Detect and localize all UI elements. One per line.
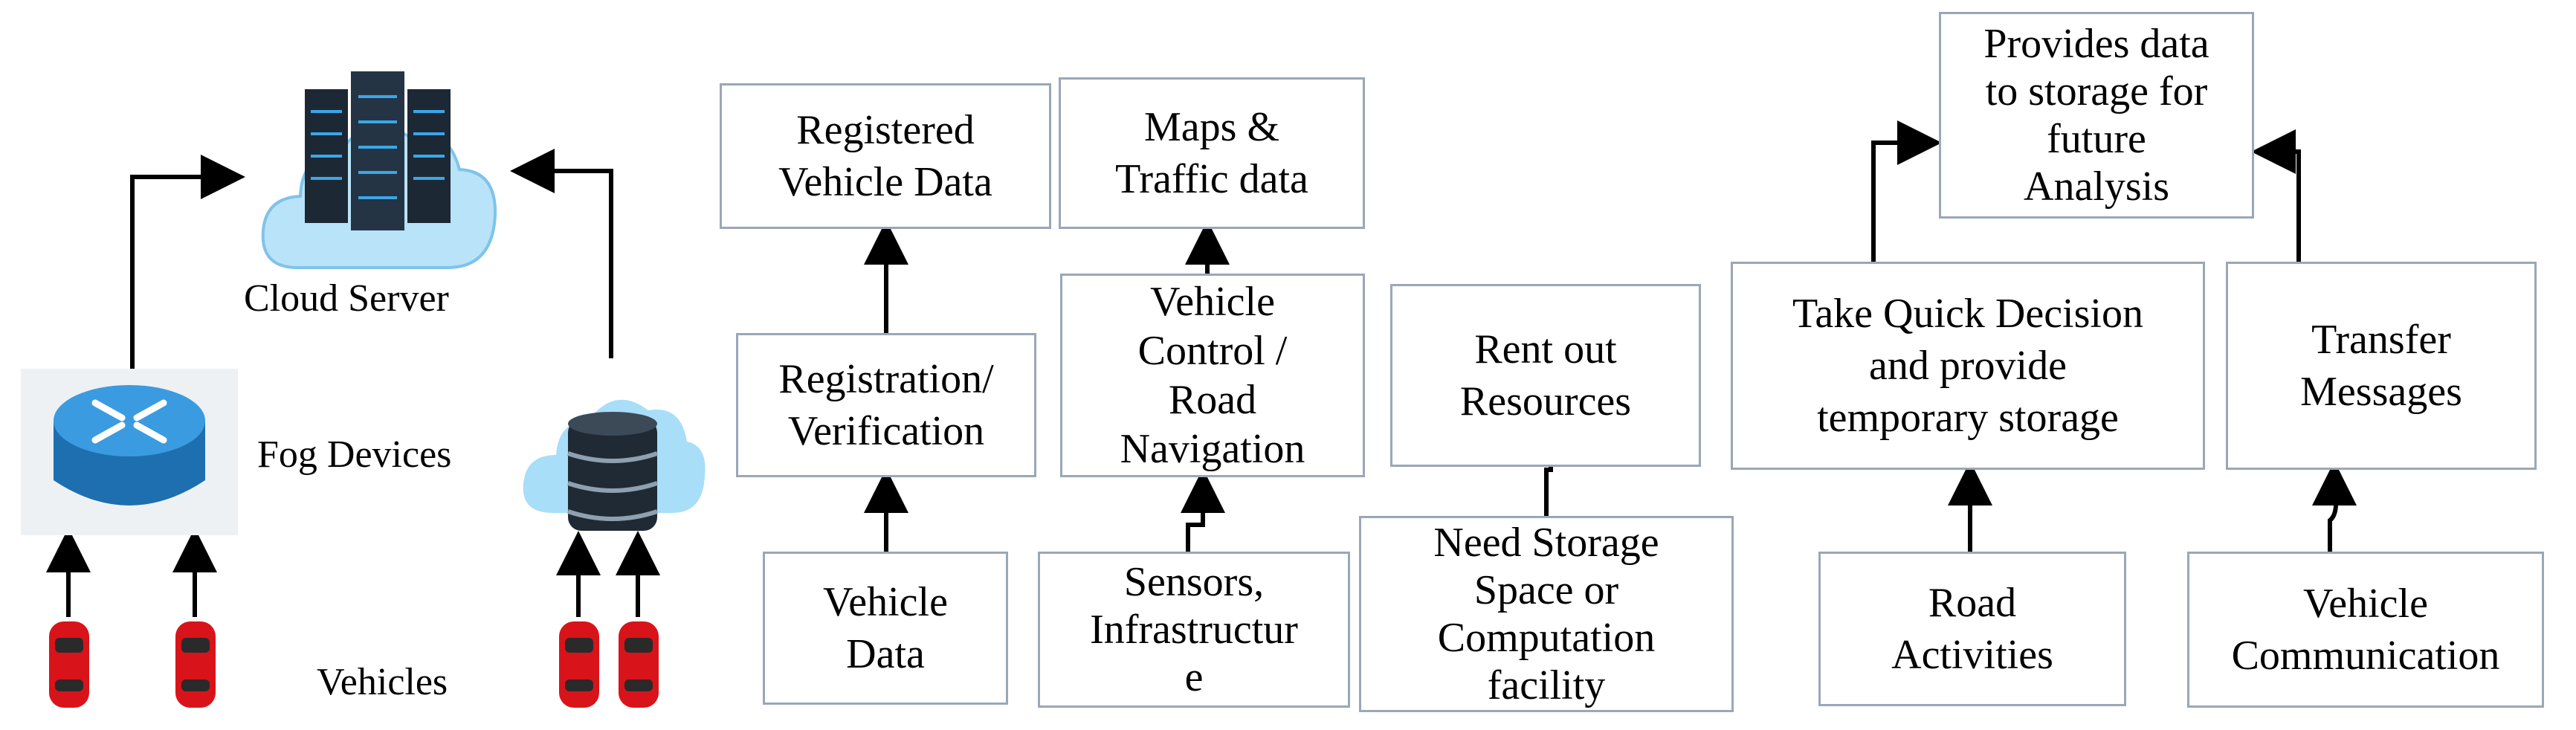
box-text-line: Control / [1137, 328, 1288, 374]
box-text-line: Vehicle Data [778, 159, 992, 205]
maps-traffic-data-box: Maps & Traffic data [1059, 77, 1365, 229]
box-text-line: Sensors, [1123, 559, 1265, 605]
cloud-server-label: Cloud Server [244, 277, 449, 320]
box-text-line: Analysis [2024, 164, 2169, 210]
box-text-line: Space or [1473, 567, 1619, 613]
box-text-line: Communication [2231, 633, 2500, 679]
box-text-line: Need Storage [1433, 520, 1659, 566]
box-text-line: Traffic data [1115, 156, 1308, 202]
registration-verification-box: Registration/ Verification [736, 333, 1036, 477]
arrow-router-to-cloud [130, 155, 245, 370]
box-text-line: Road [1928, 580, 2017, 626]
car-icon [559, 621, 599, 708]
box-text-line: and provide [1869, 343, 2067, 389]
box-text-line: Infrastructur [1090, 607, 1298, 653]
box-text-line: Maps & [1144, 104, 1279, 150]
box-text-line: e [1184, 654, 1204, 700]
box-text-line: Transfer [2311, 317, 2451, 363]
car-icon [175, 621, 216, 708]
box-text-line: Road [1168, 377, 1257, 423]
car-icon [619, 621, 659, 708]
fog-devices-label: Fog Devices [257, 433, 452, 476]
arrow-comm-to-transfer [2312, 461, 2357, 552]
vehicles-label: Vehicles [317, 661, 448, 703]
box-text-line: Rent out [1474, 326, 1617, 372]
road-activities-box: Road Activities [1818, 552, 2126, 706]
quick-decision-box: Take Quick Decision and provide temporar… [1731, 262, 2205, 470]
box-text-line: Registration/ [778, 356, 994, 402]
router-icon [21, 369, 238, 535]
provides-data-box: Provides data to storage for future Anal… [1939, 12, 2254, 219]
server-rack-icon [305, 71, 451, 230]
car-icon [49, 621, 89, 708]
vehicle-control-navigation-box: Vehicle Control / Road Navigation [1060, 274, 1365, 477]
arrow-quick-to-provides [1871, 120, 1942, 262]
box-text-line: Activities [1891, 632, 2053, 678]
box-text-line: Vehicle [2303, 581, 2428, 627]
box-text-line: facility [1487, 662, 1606, 708]
box-text-line: Provides data [1983, 21, 2209, 67]
box-text-line: Data [846, 631, 925, 677]
vehicle-communication-box: Vehicle Communication [2187, 552, 2544, 708]
box-text-line: Messages [2300, 369, 2462, 415]
transfer-messages-box: Transfer Messages [2226, 262, 2537, 470]
database-cloud-icon [523, 399, 706, 531]
vehicle-data-box: Vehicle Data [763, 552, 1008, 705]
box-text-line: Navigation [1120, 426, 1305, 472]
box-text-line: Vehicle [823, 579, 948, 625]
box-text-line: Registered [796, 107, 975, 153]
arrow-fogdb-to-cloud [510, 149, 613, 358]
box-text-line: Resources [1459, 378, 1632, 424]
box-text-line: Take Quick Decision [1792, 291, 2143, 337]
need-storage-box: Need Storage Space or Computation facili… [1359, 516, 1734, 712]
cloud-server-icon [261, 71, 497, 269]
box-text-line: temporary storage [1817, 395, 2119, 441]
arrow-sensors-to-control [1181, 468, 1225, 552]
rent-out-resources-box: Rent out Resources [1390, 284, 1701, 467]
box-text-line: Vehicle [1150, 279, 1275, 325]
box-text-line: Computation [1437, 615, 1656, 661]
arrow-transfer-to-provides [2251, 129, 2301, 262]
registered-vehicle-data-box: Registered Vehicle Data [720, 83, 1051, 229]
sensors-infrastructure-box: Sensors, Infrastructur e [1038, 552, 1350, 708]
box-text-line: Verification [787, 408, 985, 454]
box-text-line: to storage for [1985, 68, 2208, 114]
box-text-line: future [2047, 116, 2146, 162]
database-icon [567, 412, 658, 531]
